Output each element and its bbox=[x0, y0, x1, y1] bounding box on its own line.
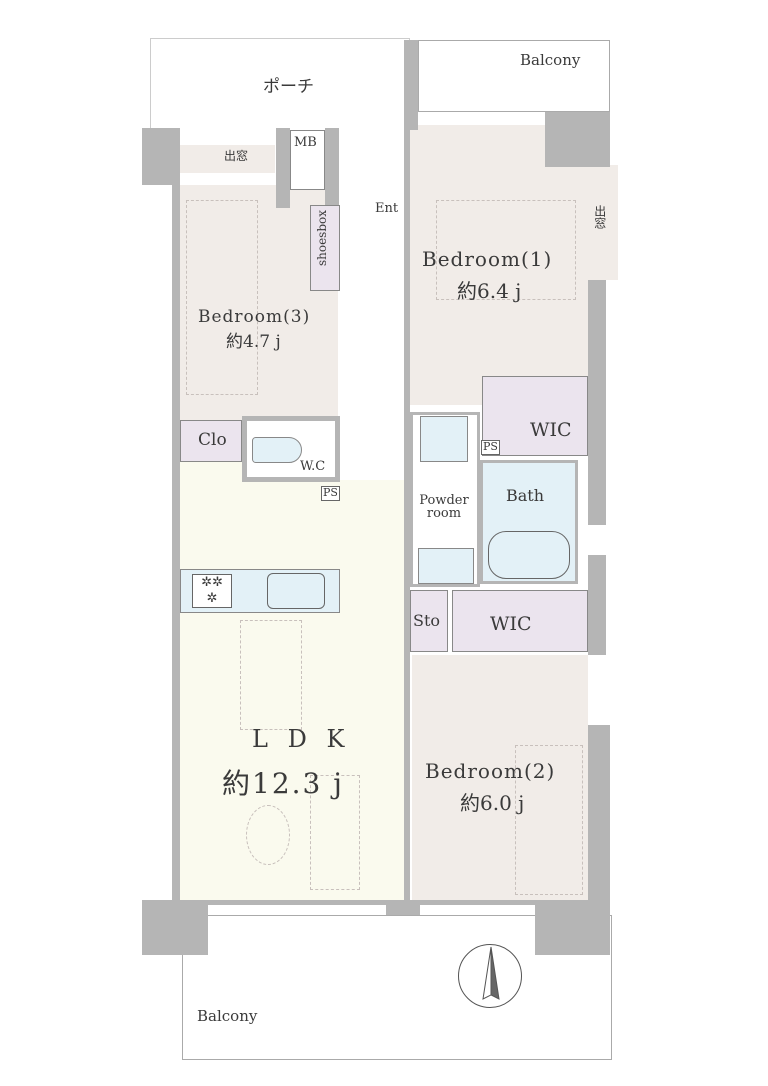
table-outline bbox=[246, 805, 290, 865]
north-compass-icon bbox=[458, 944, 522, 1008]
bedroom-2-area: 約6.0 j bbox=[460, 791, 525, 815]
ldk-floor bbox=[180, 460, 407, 902]
closet-clo[interactable] bbox=[180, 420, 242, 462]
wc-label: W.C bbox=[300, 459, 326, 474]
wall bbox=[588, 725, 610, 955]
sto-label: Sto bbox=[413, 611, 441, 630]
bay-window-right-floor bbox=[588, 165, 618, 280]
washbasin bbox=[420, 416, 468, 462]
bedroom-3-name: Bedroom(3) bbox=[198, 307, 311, 327]
balcony-top bbox=[418, 40, 610, 112]
bay-window-left-label: 出窓 bbox=[224, 149, 249, 163]
wall bbox=[404, 120, 410, 915]
bathtub bbox=[488, 531, 570, 579]
corridor bbox=[340, 170, 406, 480]
clo-label: Clo bbox=[198, 430, 227, 450]
bed-outline bbox=[186, 200, 258, 395]
ldk-name: L D K bbox=[252, 725, 351, 753]
bedroom-1-name: Bedroom(1) bbox=[422, 247, 553, 271]
wall bbox=[535, 900, 610, 955]
bay-window-right-label: 出窓 bbox=[592, 205, 607, 229]
table-outline bbox=[240, 620, 302, 730]
mb-label: MB bbox=[294, 135, 317, 150]
bedroom-3-area: 約4.7 j bbox=[226, 332, 281, 352]
bay-window-left-floor bbox=[180, 145, 275, 173]
meter-box bbox=[290, 130, 325, 190]
wall bbox=[142, 128, 180, 185]
balcony-top-label: Balcony bbox=[520, 51, 581, 69]
porch-label: ポーチ bbox=[263, 77, 314, 97]
bed-outline bbox=[515, 745, 583, 895]
bath-label: Bath bbox=[506, 486, 545, 505]
bedroom-1-floor bbox=[410, 125, 590, 405]
wall bbox=[276, 128, 290, 208]
powder-room-label: Powder room bbox=[419, 493, 469, 521]
bedroom-2-floor bbox=[412, 655, 588, 902]
ps-label: PS bbox=[481, 440, 500, 455]
storage-sto[interactable] bbox=[410, 590, 448, 652]
wall bbox=[404, 40, 418, 130]
wall bbox=[588, 280, 606, 525]
sofa-outline bbox=[310, 775, 360, 890]
bed-outline bbox=[436, 200, 576, 300]
entrance-label[interactable]: Ent bbox=[375, 201, 399, 216]
wall bbox=[545, 112, 610, 167]
wic-1-label: WIC bbox=[530, 419, 572, 441]
toilet bbox=[252, 437, 302, 463]
ldk-area: 約12.3 j bbox=[222, 767, 344, 800]
wic-2-label: WIC bbox=[490, 613, 532, 635]
wall bbox=[588, 555, 606, 655]
stove-icon: ✲✲✲ bbox=[192, 574, 232, 608]
wall bbox=[142, 900, 208, 955]
wall bbox=[172, 185, 180, 903]
balcony-bottom-label: Balcony bbox=[197, 1007, 258, 1025]
bedroom-1-area: 約6.4 j bbox=[457, 279, 522, 303]
bedroom-2-name: Bedroom(2) bbox=[425, 759, 556, 783]
wall bbox=[180, 900, 590, 905]
balcony-bottom bbox=[182, 915, 612, 1060]
washing-machine-pan bbox=[418, 548, 474, 584]
sink-icon bbox=[267, 573, 325, 609]
ps-label: PS bbox=[321, 486, 340, 501]
walk-in-closet-2[interactable] bbox=[452, 590, 588, 652]
shoesbox[interactable] bbox=[310, 205, 340, 291]
shoesbox-label: shoesbox bbox=[315, 210, 329, 267]
